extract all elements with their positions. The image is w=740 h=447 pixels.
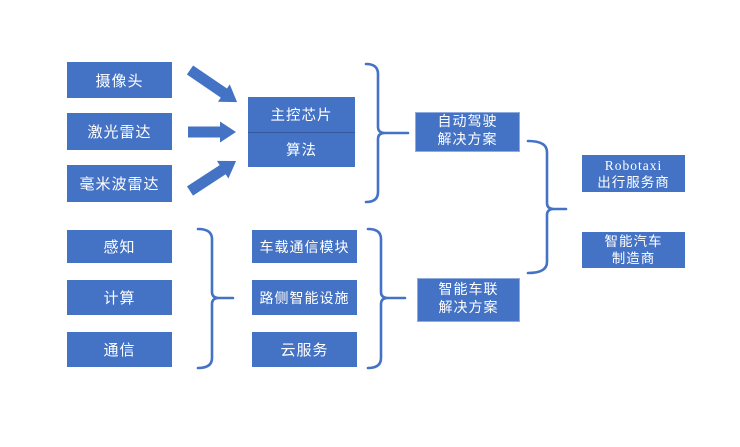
node-robotaxi-provider: Robotaxi 出行服务商: [582, 155, 685, 192]
node-label-line2: 解决方案: [437, 133, 498, 148]
node-label-line2: 出行服务商: [597, 174, 670, 190]
node-communication: 通信: [67, 332, 172, 367]
node-mmwave-radar: 毫米波雷达: [67, 165, 172, 202]
node-label-line2: 制造商: [611, 251, 656, 266]
node-cloud-service: 云服务: [252, 332, 357, 367]
node-label-line1: 智能汽车: [604, 234, 663, 249]
node-computing: 计算: [67, 280, 172, 315]
curly-brace-outputs-icon: [526, 139, 568, 275]
node-label-line2: 解决方案: [438, 301, 499, 316]
node-intelligent-vehicle-solution: 智能车联 解决方案: [417, 278, 520, 322]
node-smart-car-manufacturer: 智能汽车 制造商: [582, 232, 685, 268]
arrow-up-right-icon: [186, 160, 237, 196]
curly-brace-capabilities-icon: [196, 227, 235, 370]
node-lidar: 激光雷达: [67, 113, 172, 150]
node-vehicle-comm-module: 车载通信模块: [252, 230, 357, 263]
node-autonomous-driving-solution: 自动驾驶 解决方案: [415, 112, 520, 152]
arrow-down-right-icon: [186, 65, 238, 103]
node-label-line1: 智能车联: [438, 283, 499, 298]
node-roadside-smart-facility: 路侧智能设施: [252, 280, 357, 315]
node-label-line1: Robotaxi: [604, 157, 663, 173]
arrow-right-icon: [188, 121, 236, 143]
curly-brace-infrastructure-icon: [366, 227, 407, 370]
node-camera: 摄像头: [67, 62, 172, 98]
node-label-line1: 自动驾驶: [437, 115, 498, 130]
node-processor: 主控芯片 算法: [248, 97, 355, 167]
node-algorithm: 算法: [248, 131, 355, 168]
curly-brace-top-icon: [364, 62, 410, 204]
node-main-control-chip: 主控芯片: [270, 107, 333, 124]
node-perception: 感知: [67, 230, 172, 263]
